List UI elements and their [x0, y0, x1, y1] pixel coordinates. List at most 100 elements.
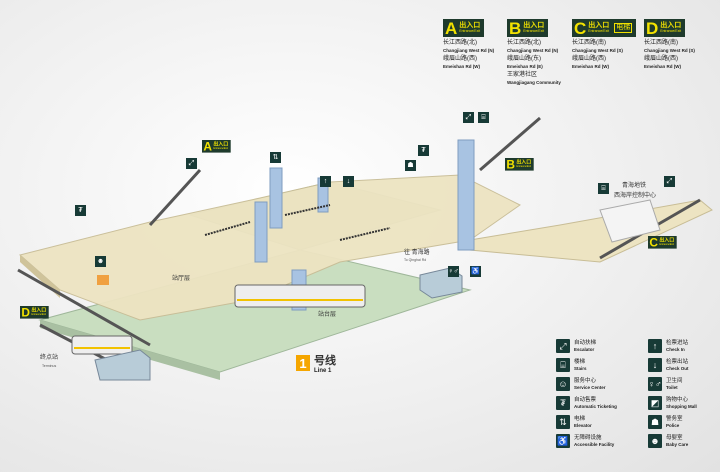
legend-label-en: Toilet	[666, 384, 678, 390]
escalator-icon: ⤢	[556, 339, 570, 353]
legend-label-cn: 自动售票	[574, 397, 597, 404]
terminus-label: 终点站	[40, 355, 59, 361]
road-name-cn: 长江西路(北)	[507, 40, 541, 46]
entrance-label-cn: 出入口	[31, 308, 47, 314]
entrance-letter: C	[574, 18, 587, 38]
stairs-icon: ⌸	[478, 112, 489, 123]
legend-label-en: Automatic Ticketing	[574, 403, 617, 409]
ticketing-icon: ₮	[418, 145, 429, 156]
baby-care-icon: ☻	[648, 434, 662, 448]
legend-label-cn: 卫生间	[666, 378, 683, 385]
elevator-icon: ⇅	[556, 415, 570, 429]
check-out-icon: ↓	[343, 176, 354, 187]
entrance-label-cn: 出入口	[459, 22, 481, 30]
road-name-en: Emeishan Rd (W)	[443, 63, 481, 69]
pillars	[254, 139, 475, 311]
control-center-label-2: 西海岸控制中心	[614, 193, 657, 199]
hall-level-floor	[18, 174, 521, 321]
elevator-icon: ⇅	[270, 152, 281, 163]
platform-level-label: 站台层	[318, 312, 337, 318]
entrance-label-en: Entrance/Exit	[459, 28, 481, 33]
entrance-label-en: Entrance/Exit	[516, 164, 531, 168]
toilet-icon: ♀♂	[448, 266, 459, 277]
road-name-cn: 峨眉山路(西)	[572, 56, 606, 63]
legend-label-cn: 警务室	[666, 416, 683, 423]
accessible-icon: ♿	[470, 266, 481, 277]
legend-label-cn: 楼梯	[574, 359, 586, 366]
check-in-icon: ↑	[320, 176, 331, 187]
terminus-label-en: Terminus	[42, 364, 57, 368]
baby-care-icon: ☻	[95, 256, 106, 267]
legend-label-cn: 检票出站	[666, 359, 689, 366]
ticketing-icon: ₮	[75, 205, 86, 216]
road-name-cn: 长江西路(北)	[443, 40, 477, 46]
legend-label-cn: 无障碍设施	[574, 435, 602, 442]
toilet-icon: ♀♂	[648, 377, 662, 391]
service-center-icon: ☺	[556, 377, 570, 391]
entrance-label-cn: 出入口	[523, 22, 545, 30]
pillar	[457, 139, 475, 251]
legend-label-en: Elevator	[574, 422, 592, 428]
road-name-en: Changjiang West Rd (N)	[443, 47, 495, 53]
legend-label-en: Baby Care	[666, 441, 689, 447]
entrance-label-en: Entrance/Exit	[523, 28, 545, 33]
police-icon: ☗	[405, 160, 416, 171]
line-badge: 1	[296, 355, 310, 371]
legend-label-en: Shopping Mall	[666, 403, 697, 409]
pillar	[269, 167, 283, 229]
accessible-icon: ♿	[556, 434, 570, 448]
entrance-letter: D	[21, 305, 30, 319]
road-name-cn: 峨眉山路(西)	[644, 56, 678, 63]
entrance-letter: B	[509, 18, 522, 38]
road-name-en: Emeishan Rd (W)	[644, 63, 682, 69]
train	[71, 335, 133, 355]
entrance-label-cn: 出入口	[213, 142, 229, 148]
legend-label-cn: 电梯	[574, 416, 586, 423]
road-name-cn: 长江西路(南)	[572, 40, 606, 46]
pillar	[254, 201, 268, 263]
baby-care-room	[97, 275, 109, 285]
entrance-letter: A	[445, 18, 458, 38]
road-name-cn: 长江西路(南)	[644, 40, 678, 46]
direction-label: 往 青海路	[404, 250, 430, 256]
escalator	[479, 116, 541, 172]
entrance-label-cn: 出入口	[659, 238, 675, 244]
escalator-icon: ⤢	[664, 176, 675, 187]
train-stripes	[74, 299, 363, 349]
shopping-mall-icon: ◩	[648, 396, 662, 410]
road-name-en: Wangjiagang Community	[507, 79, 561, 85]
check-in-icon: ↑	[648, 339, 662, 353]
escalator	[148, 168, 202, 227]
legend-label-cn: 服务中心	[574, 378, 597, 385]
